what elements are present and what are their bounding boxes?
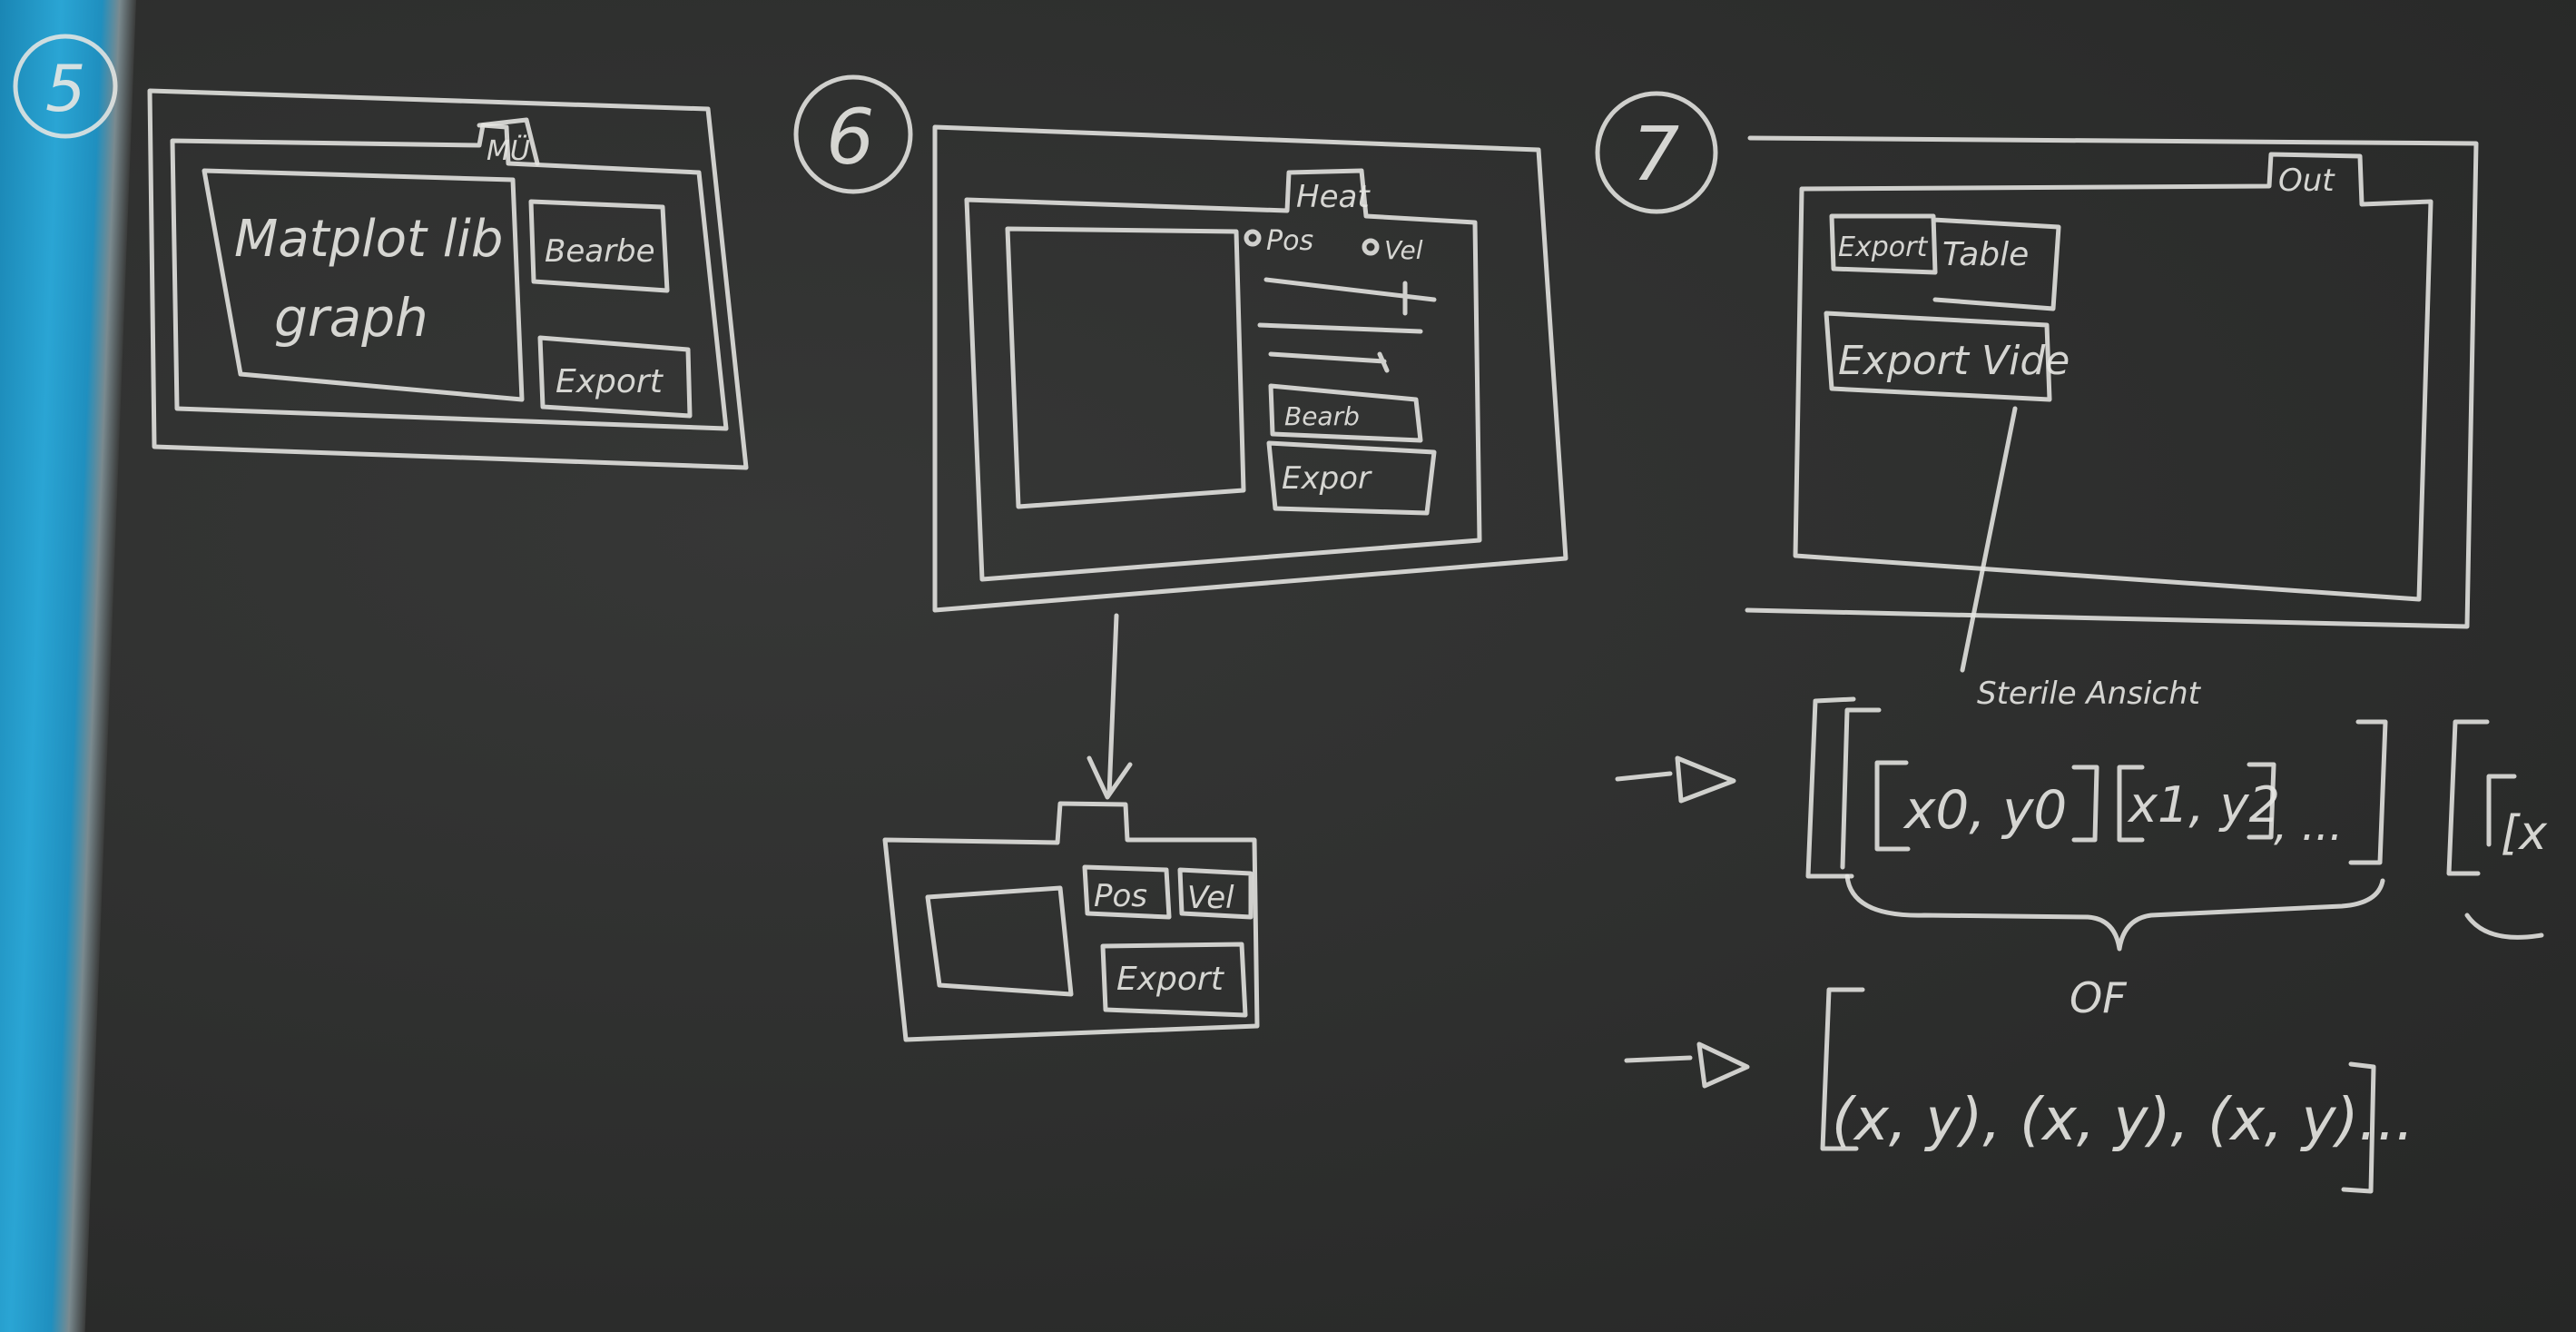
brace-label: OF	[2070, 973, 2127, 1022]
arrow-2	[1624, 1041, 1750, 1089]
sketch-number: 7	[1632, 112, 1679, 198]
number-circle-6	[793, 74, 913, 194]
next-bracket	[2446, 719, 2517, 876]
sub-canvas	[925, 885, 1074, 997]
pair-2: x1, y2	[2127, 776, 2280, 834]
sketch-number: 6	[826, 93, 874, 182]
export-button-label: Export	[1838, 232, 1928, 263]
export-table-button	[1829, 213, 2061, 311]
sub-pos-label: Pos	[1094, 878, 1147, 914]
bracket-2-close	[2247, 762, 2276, 840]
arrow-1	[1615, 755, 1736, 804]
slider-3	[1268, 351, 1390, 373]
edit-button	[528, 199, 670, 293]
window-outer	[1745, 135, 2479, 629]
pointer-line	[1960, 406, 2018, 673]
slider-2	[1257, 322, 1423, 334]
pair-1: x0, y0	[1903, 779, 2067, 841]
sub-vel-label: Vel	[1187, 880, 1234, 916]
window-inner	[170, 123, 729, 431]
graph-label-line2: graph	[274, 287, 428, 349]
tuple-bracket-close	[2341, 1061, 2376, 1194]
note-label: Sterile Ansicht	[1977, 676, 2202, 712]
graph-area	[202, 168, 525, 402]
sub-window	[882, 801, 1260, 1042]
bracket-1	[1874, 760, 1911, 852]
inner-bracket	[1840, 707, 1882, 870]
sub-export-button	[1100, 942, 1248, 1018]
export-button	[1266, 440, 1437, 516]
edit-button-label: Bearb	[1284, 401, 1360, 431]
export-video-button	[1824, 311, 2052, 402]
tuple-list: (x, y), (x, y), (x, y)...	[1832, 1087, 2414, 1154]
radio-pos	[1244, 229, 1262, 247]
sub-pos-button	[1082, 864, 1172, 920]
window-inner	[964, 168, 1482, 582]
sub-vel-button	[1177, 867, 1254, 920]
sketch-7: 7 Out Export Table Export Vide Sterile A…	[1595, 91, 2548, 1194]
number-circle-5	[13, 34, 118, 139]
sub-export-label: Export	[1116, 961, 1225, 998]
tab-outline	[477, 117, 540, 166]
tab-label: Out	[2278, 163, 2335, 199]
export-button-label: Expor	[1282, 460, 1372, 497]
tuple-bracket-open	[1820, 987, 1865, 1151]
outer-bracket	[1805, 696, 1856, 879]
window-inner	[1793, 152, 2433, 602]
outer-bracket-close	[2348, 719, 2388, 865]
edit-button-label: Bearbe	[545, 233, 655, 270]
sketch-number: 5	[45, 52, 86, 126]
number-circle-7	[1595, 91, 1718, 214]
bracket-1-close	[2071, 765, 2099, 843]
sketch-5: 5 MÜ Matplot lib graph Bearbe Export	[13, 34, 749, 470]
slider-1	[1263, 277, 1437, 316]
edit-button	[1268, 383, 1423, 443]
export-button-label: Export	[556, 363, 664, 400]
curly-brace-next	[2464, 913, 2544, 940]
sketch-6: 6 Heat Pos Vel Bearb Expor Pos Vel Expor…	[793, 74, 1568, 1042]
bracket-2	[2117, 765, 2145, 843]
export-button	[537, 335, 693, 419]
graph-label-line1: Matplot lib	[234, 210, 503, 269]
list-next: [x	[2501, 806, 2548, 861]
arrow-down	[1086, 613, 1133, 800]
export-video-label: Export Vide	[1838, 338, 2070, 384]
curly-brace	[1844, 873, 2385, 952]
radio-vel	[1362, 238, 1380, 256]
tab-label: MÜ	[487, 134, 530, 167]
list-tail: , ...	[2274, 800, 2343, 851]
tab-label: Heat	[1296, 179, 1371, 215]
window-outer	[932, 124, 1568, 613]
table-button-label: Table	[1942, 236, 2029, 273]
radio-vel-label: Vel	[1384, 235, 1423, 265]
radio-pos-label: Pos	[1266, 225, 1313, 257]
window-outer	[147, 88, 749, 470]
canvas-area	[1005, 226, 1246, 509]
